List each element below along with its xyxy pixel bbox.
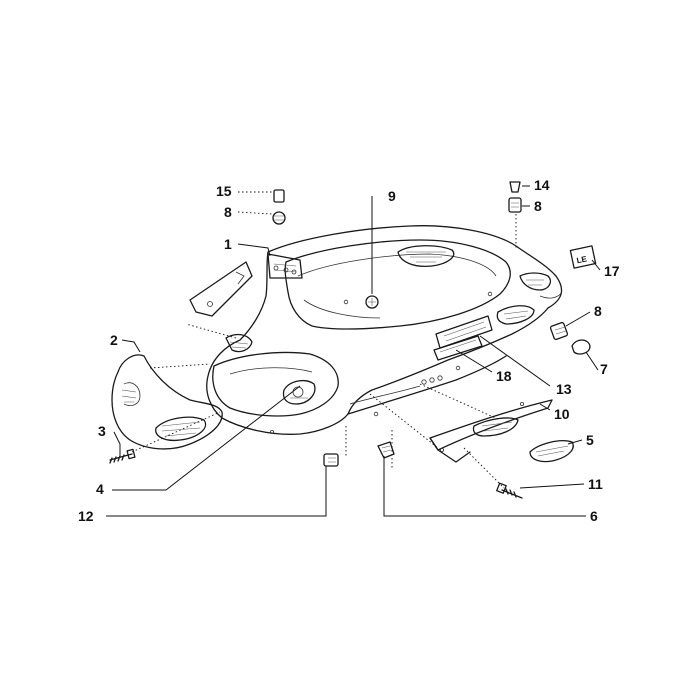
part-side-bracket (189, 261, 253, 317)
callout-7: 7 (600, 361, 608, 377)
part-nut-12 (323, 453, 339, 467)
part-screw-8-right (549, 321, 569, 341)
part-screw-3 (109, 448, 136, 464)
callout-1: 1 (224, 236, 232, 252)
callout-3: 3 (98, 423, 106, 439)
callout-18: 18 (496, 368, 512, 384)
part-screw-9 (365, 295, 379, 309)
part-side-strip (429, 399, 553, 463)
callout-labels: 15 8 1 9 14 8 17 8 7 18 13 10 5 11 6 12 … (78, 177, 620, 524)
callout-13: 13 (556, 381, 572, 397)
part-tag-17: LE (569, 245, 597, 269)
part-body-frame (206, 225, 563, 435)
leader-lines (106, 185, 601, 517)
part-clip-6 (377, 441, 395, 459)
part-stack-15-8 (272, 189, 286, 225)
callout-8-left: 8 (224, 204, 232, 220)
part-plug-7 (571, 339, 591, 355)
callout-12: 12 (78, 508, 94, 524)
callout-9: 9 (388, 188, 396, 204)
tag-label: LE (576, 254, 589, 265)
callout-15: 15 (216, 183, 232, 199)
callout-8-top: 8 (534, 198, 542, 214)
callout-11: 11 (588, 476, 603, 492)
part-indicator-lens (529, 440, 574, 463)
callout-8-right: 8 (594, 303, 602, 319)
callout-17: 17 (604, 263, 620, 279)
part-screw-11 (496, 482, 523, 499)
callout-2: 2 (110, 332, 118, 348)
callout-6: 6 (590, 508, 598, 524)
part-front-cover (111, 354, 223, 450)
callout-10: 10 (554, 406, 570, 422)
callout-4: 4 (96, 481, 104, 497)
callout-5: 5 (586, 432, 594, 448)
part-stack-14-8 (508, 181, 522, 213)
callout-14: 14 (534, 177, 550, 193)
